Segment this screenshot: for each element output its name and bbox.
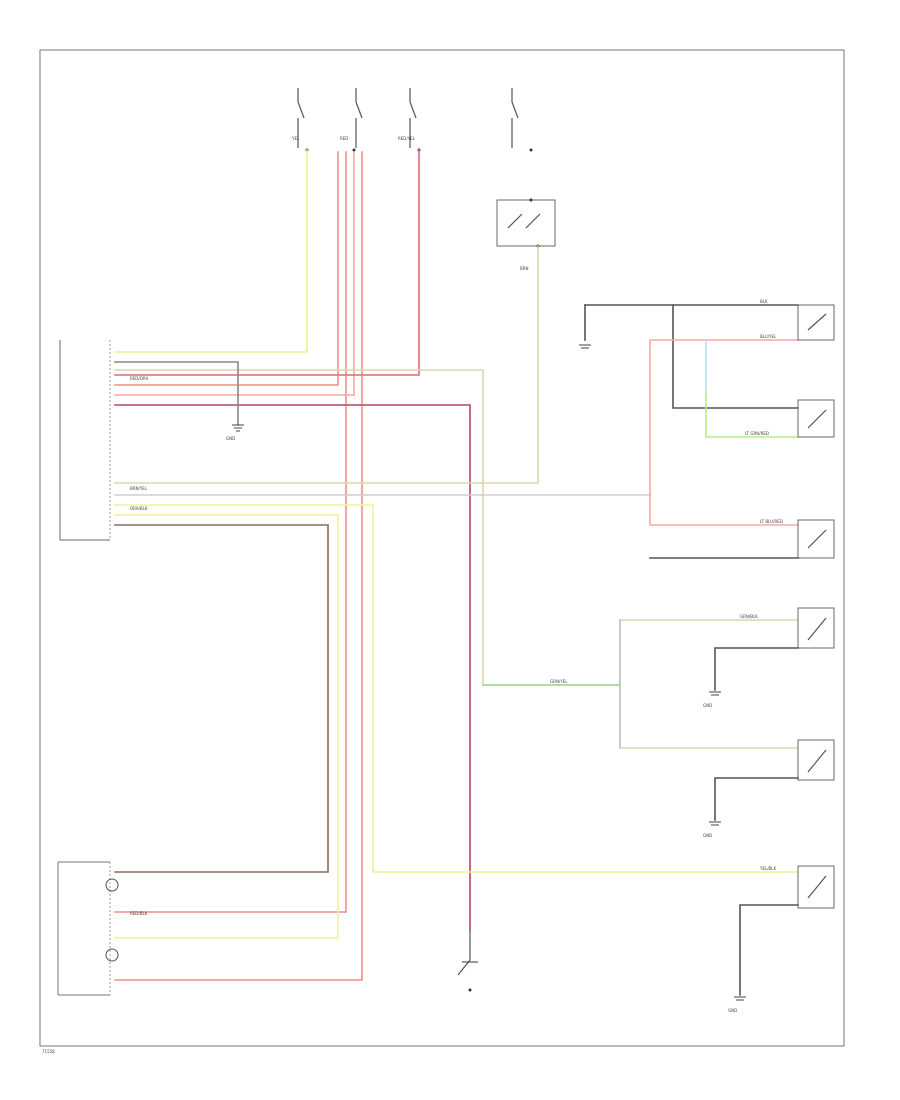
- brake-pedal-switch: [496, 198, 556, 248]
- ground-symbol-1: [579, 344, 591, 349]
- door-switch-6: [797, 865, 835, 909]
- wire-red-d: [114, 151, 363, 981]
- wire-darkred: [114, 404, 471, 931]
- wire-label-lt-blu-red: LT BLU/RED: [760, 519, 783, 524]
- door-switch-5: [797, 739, 835, 781]
- corner-code: 71558: [42, 1049, 55, 1054]
- wire-sw6-ground: [739, 904, 799, 996]
- wire-label-blk: BLK: [760, 299, 768, 304]
- wire-gem-ground: [114, 361, 239, 426]
- wire-red-b: [114, 151, 347, 913]
- ground-label-2: GND: [703, 703, 712, 708]
- wire-red-fuse3: [114, 149, 420, 376]
- wire-brown: [114, 524, 329, 873]
- fuse-source-4: [511, 88, 533, 152]
- ground-label-3: GND: [703, 833, 712, 838]
- fuse-source-3: [409, 88, 421, 152]
- ground-symbol-2: [709, 691, 721, 696]
- instrument-cluster: [57, 861, 119, 996]
- ground-label-1: GND: [226, 436, 235, 441]
- gem-module: [59, 340, 111, 541]
- wire-box-frame: [672, 304, 799, 409]
- wire-label-grn-blk: GRN/BLK: [740, 614, 758, 619]
- ground-symbol-gem: [232, 424, 244, 432]
- wire-label-blu-yel: BLU/YEL: [760, 334, 777, 339]
- wire-label-yel-blk: YEL/BLK: [759, 866, 777, 871]
- wire-label-brn-yel: BRN/YEL: [130, 486, 148, 491]
- wire-tan-2: [114, 369, 621, 686]
- fuse-source-2: [352, 88, 363, 152]
- wire-yel-long: [114, 504, 799, 873]
- wire-red-a: [114, 151, 339, 386]
- wire-red-c: [114, 151, 355, 396]
- door-switch-4: [797, 607, 835, 649]
- ignition-switch: [457, 930, 478, 992]
- lamp-indicator-2: [105, 948, 119, 962]
- door-switch-1: [797, 304, 835, 341]
- diagram-frame: [39, 49, 845, 1047]
- wire-yel-1: [114, 149, 308, 353]
- wire-label-ora-blk: ORA/BLK: [130, 506, 148, 511]
- ground-symbol-4: [734, 996, 746, 1001]
- wire-label-red: RED: [340, 136, 348, 141]
- wire-label-grn-yel: GRN/YEL: [550, 679, 568, 684]
- wire-yel-lower: [114, 514, 339, 939]
- wire-sw5-ground: [714, 777, 799, 821]
- door-switch-3: [797, 519, 835, 559]
- wire-pink: [649, 339, 799, 496]
- wire-sw4-ground: [714, 647, 799, 691]
- wire-label-red-blk: RED/BLK: [130, 911, 148, 916]
- wire-label-red-yel: RED/YEL: [398, 136, 416, 141]
- wire-tan-brake: [114, 245, 539, 484]
- wire-pink-2: [649, 494, 799, 526]
- ground-symbol-3: [709, 821, 721, 826]
- wire-label-yel: YEL: [291, 136, 300, 141]
- wire-label-brn: BRN: [520, 266, 529, 271]
- wire-label-lt-grn-red: LT GRN/RED: [745, 431, 769, 436]
- wire-lime: [705, 392, 799, 438]
- wire-label-red-ora: RED/ORA: [130, 376, 149, 381]
- fuse-source-1: [297, 88, 309, 152]
- lamp-indicator-1: [105, 878, 119, 892]
- ground-label-4: GND: [728, 1008, 737, 1013]
- door-switch-2: [797, 399, 835, 438]
